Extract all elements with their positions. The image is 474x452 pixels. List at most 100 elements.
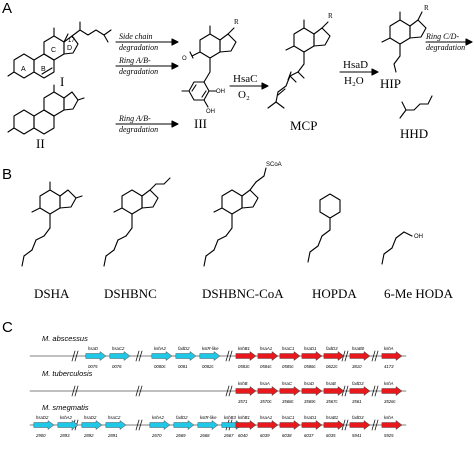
gene-label: fadD3	[352, 381, 364, 386]
arrow-ring-ab-1	[115, 62, 179, 70]
gene-label: kshB1	[238, 415, 251, 420]
break-mark	[74, 350, 79, 362]
compound-I-structure	[7, 21, 112, 79]
enzyme-hsad: HsaD	[343, 59, 368, 71]
gene-arrow-cyan	[81, 420, 103, 430]
gene-number: 5941	[352, 433, 362, 438]
gene-arrow-red	[349, 420, 371, 430]
break-mark	[371, 350, 376, 362]
organism-name: M. smegmatis	[42, 403, 89, 412]
compound-III-structure	[181, 25, 237, 108]
gene-number: 3810	[352, 364, 362, 369]
arrow-final-label-bottom: degradation	[426, 43, 465, 52]
gene-number: 2670	[151, 433, 162, 438]
gene-number: 6037	[304, 433, 314, 438]
compound-MCP-structure	[267, 19, 331, 109]
gene-arrow-red	[349, 386, 371, 396]
gene-label: kshB1	[238, 346, 251, 351]
break-mark	[71, 350, 76, 362]
r-group-label-HIP: R	[424, 4, 429, 12]
gene-label: hsaA1	[260, 346, 273, 351]
gene-arrow-red	[349, 351, 371, 361]
gene-arrow-red	[301, 420, 323, 430]
ring-label-c: C	[51, 47, 56, 54]
gene-number: 0622c	[326, 364, 339, 369]
break-mark	[71, 385, 76, 397]
r-group-label-III: R	[234, 18, 239, 26]
gene-label: kshA	[384, 415, 394, 420]
gene-arrow-cyan	[173, 420, 195, 430]
compound-6MeHODA-structure	[381, 231, 413, 265]
oh-label-hoda: OH	[414, 234, 423, 240]
gene-number: 3568c	[282, 399, 295, 404]
arrow-ring-cd	[425, 38, 473, 46]
gene-label: hsaB	[326, 381, 336, 386]
gene-number: 2667	[223, 433, 234, 438]
oh-III-b: OH	[206, 109, 215, 115]
gene-arrow-cyan	[57, 420, 79, 430]
gene-number: 3571	[238, 399, 248, 404]
arrow-hsad	[339, 68, 379, 76]
gene-arrow-red	[235, 351, 257, 361]
gene-label: hsaD2	[36, 415, 49, 420]
gene-arrow-red	[279, 420, 301, 430]
arrow1-label-top: Side chain	[119, 32, 153, 41]
gene-arrow-red	[235, 386, 257, 396]
gene-label: kstR-like	[202, 346, 219, 351]
gene-arrow-cyan	[149, 420, 171, 430]
compound-label-dshbnc-coa: DSHBNC-CoA	[202, 286, 284, 301]
compound-label-HHD: HHD	[400, 126, 428, 141]
gene-arrow-cyan	[151, 351, 173, 361]
gene-label: hsaD2	[84, 415, 97, 420]
gene-arrow-red	[257, 351, 279, 361]
gene-number: 5925	[384, 433, 394, 438]
organism-name: M. abscessus	[42, 334, 88, 343]
gene-number: 6040	[238, 433, 248, 438]
break-mark	[225, 350, 230, 362]
gene-arrow-red	[257, 420, 279, 430]
carbon-17-label: 17	[68, 38, 75, 44]
gene-arrow-cyan	[33, 420, 55, 430]
gene-number: 6039	[260, 433, 270, 438]
break-mark	[138, 350, 143, 362]
gene-label: hsaD1	[304, 415, 317, 420]
compound-HOPDA-structure	[307, 193, 341, 263]
gene-number: 2669	[175, 433, 186, 438]
gene-number: 0075	[88, 364, 98, 369]
panel-label-a: A	[2, 0, 12, 17]
enzyme-hsac: HsaC	[233, 73, 257, 85]
oxo-III: O	[182, 56, 187, 62]
ring-label-d: D	[67, 45, 72, 52]
cofactor-o2: O₂	[238, 89, 250, 101]
arrow-hsac	[229, 82, 269, 90]
panel-label-c: C	[2, 319, 13, 336]
break-mark	[74, 385, 79, 397]
gene-number: 0583c	[238, 364, 251, 369]
break-mark	[374, 350, 379, 362]
break-mark	[135, 385, 140, 397]
gene-number: 2668	[199, 433, 210, 438]
compound-HHD-structure	[399, 95, 433, 119]
gene-arrow-red	[323, 351, 345, 361]
gene-label: hsaC	[282, 381, 293, 386]
compound-DSHBNC-CoA-structure	[203, 167, 267, 267]
break-mark	[374, 419, 379, 431]
gene-number: 3570c	[260, 399, 273, 404]
compound-label-6me-hoda: 6-Me HODA	[384, 286, 454, 301]
compound-label-III: III	[194, 116, 207, 131]
compound-label-dshbnc: DSHBNC	[104, 286, 157, 301]
gene-label: kshA2	[60, 415, 73, 420]
gene-number: 0585c	[282, 364, 295, 369]
break-mark	[344, 419, 349, 431]
gene-number: 3569c	[304, 399, 317, 404]
gene-arrow-red	[323, 420, 345, 430]
gene-label: hsaC1	[282, 415, 295, 420]
gene-arrow-red	[381, 351, 403, 361]
gene-label: hsaC2	[108, 415, 121, 420]
arrow2-label-bottom: degradation	[119, 67, 158, 76]
break-mark	[344, 350, 349, 362]
gene-arrow-cyan	[197, 420, 219, 430]
compound-II-structure	[7, 84, 85, 135]
gene-arrow-red	[301, 351, 323, 361]
compound-label-I: I	[60, 74, 64, 89]
